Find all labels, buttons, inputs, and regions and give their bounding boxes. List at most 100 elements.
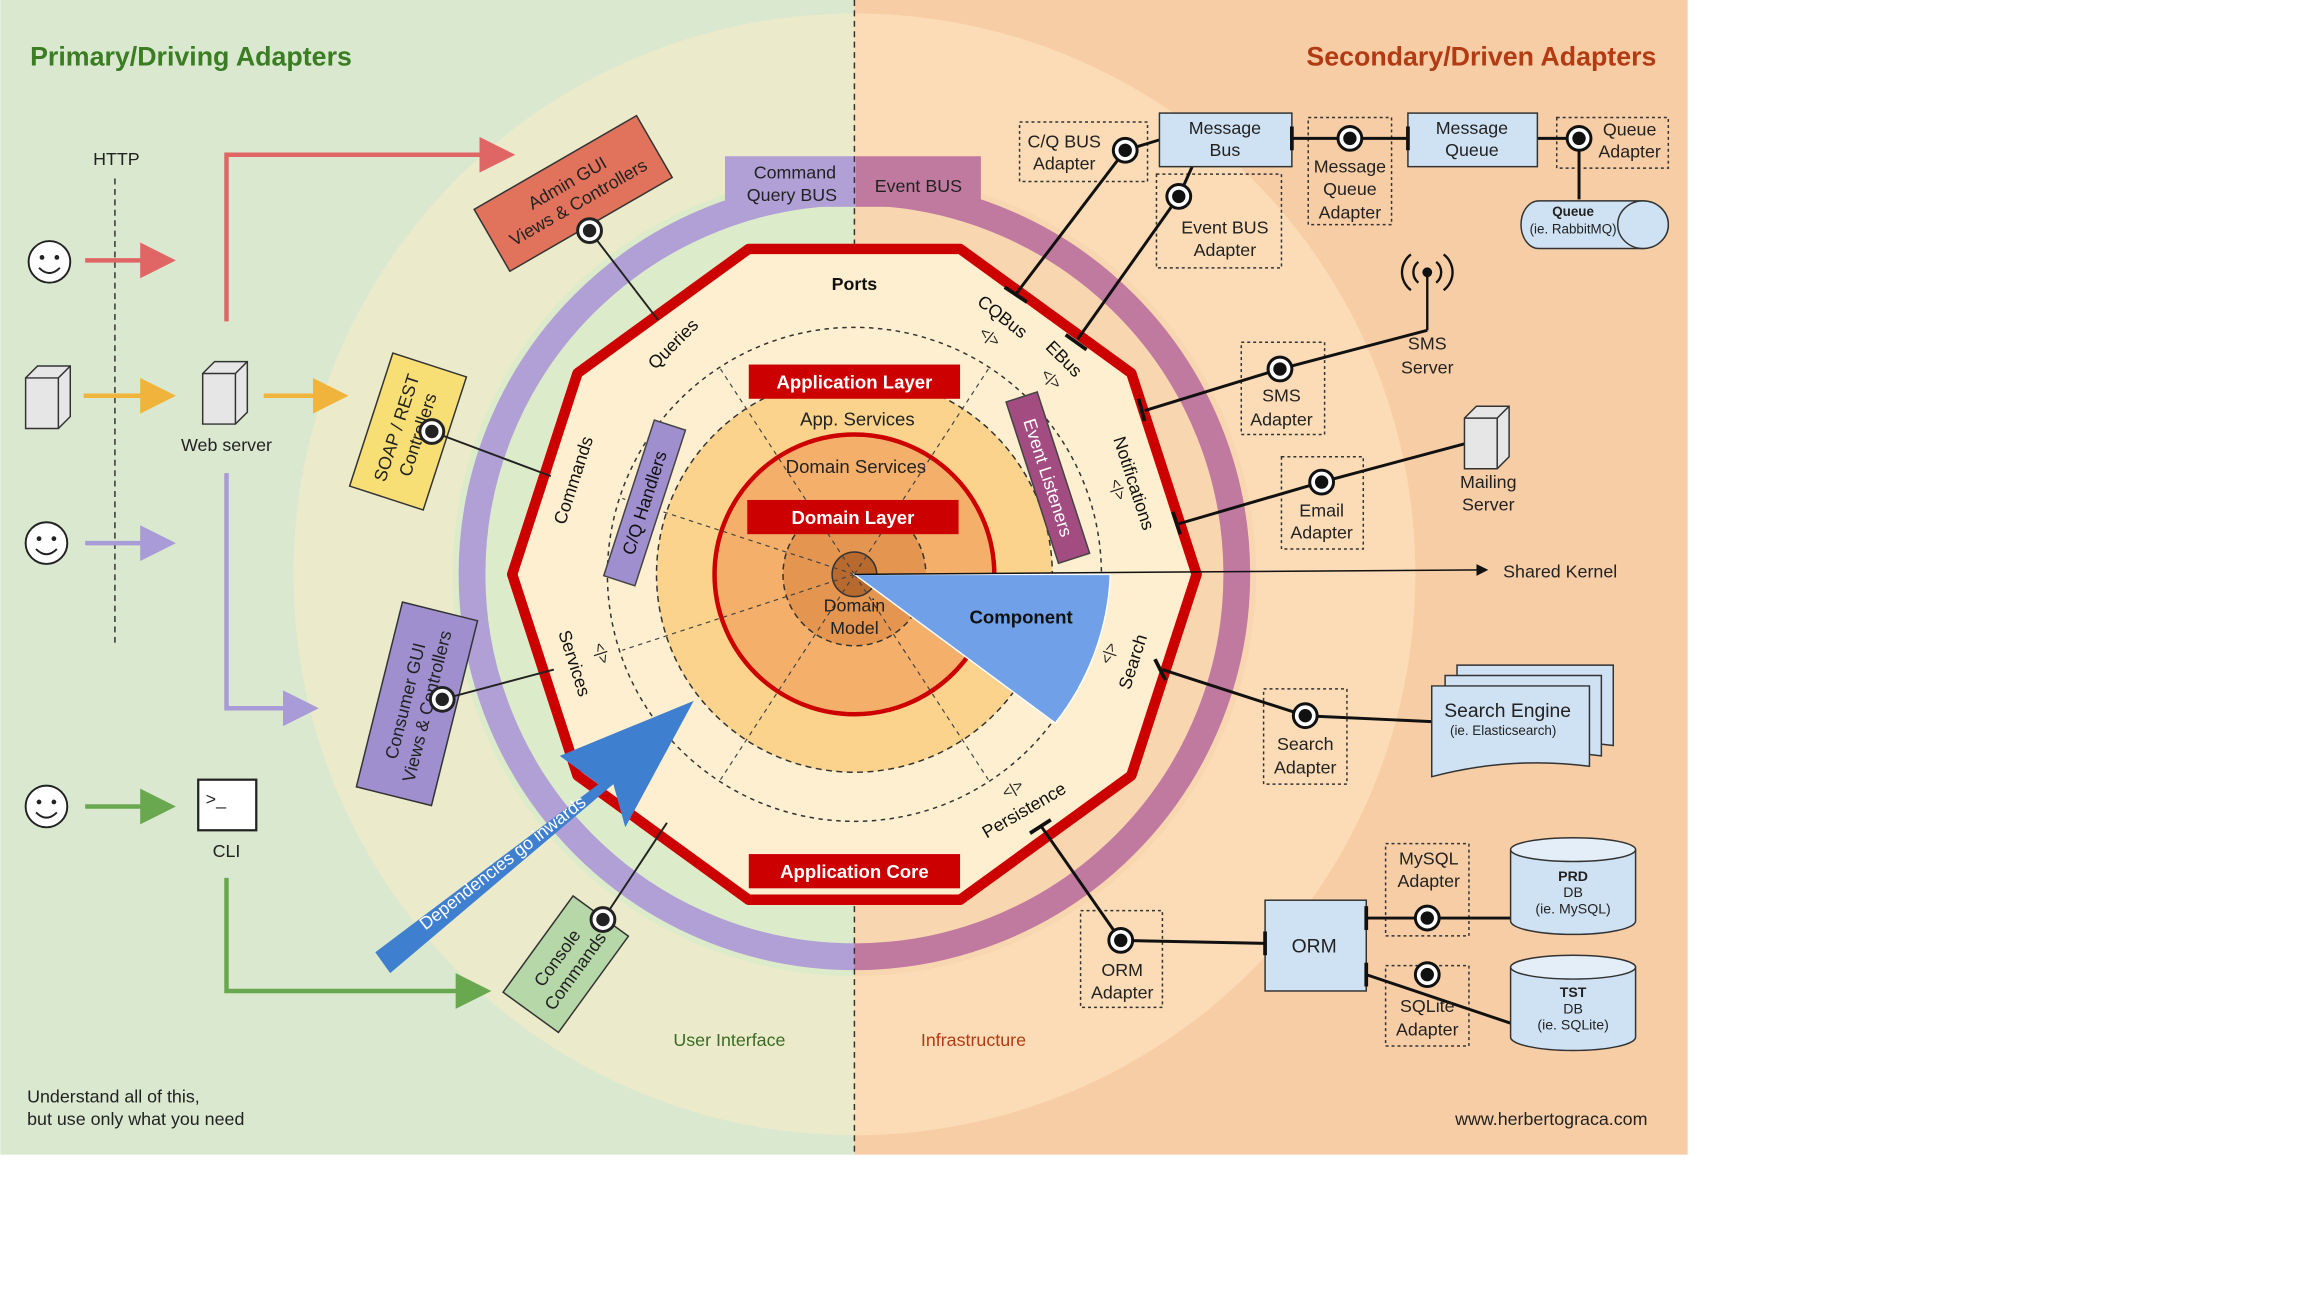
- sqlite-adapter-label-1: SQLite: [1400, 996, 1455, 1016]
- queue-sub: (ie. RabbitMQ): [1530, 222, 1617, 237]
- message-bus-label-1: Message: [1189, 118, 1261, 138]
- prd-db-label-1: PRD: [1558, 868, 1588, 884]
- tst-db-label-3: (ie. SQLite): [1537, 1017, 1608, 1033]
- orm-label: ORM: [1292, 935, 1337, 957]
- consumer-arrow: [224, 473, 319, 727]
- terminal-icon: >_: [197, 778, 258, 832]
- search-engine-label-2: (ie. Elasticsearch): [1450, 723, 1556, 738]
- admin-arrow: [224, 136, 516, 322]
- domain-model-label-2: Model: [830, 618, 879, 638]
- tst-db-label-1: TST: [1560, 984, 1587, 1000]
- footer-line-2: but use only what you need: [27, 1109, 244, 1129]
- ports-label: Ports: [832, 274, 878, 294]
- web-server-label: Web server: [181, 435, 272, 455]
- left-adapter-connectors: [431, 230, 668, 921]
- orm-adapter-label-2: Adapter: [1091, 982, 1154, 1002]
- component-wedge: [852, 573, 1112, 725]
- documents-icon: [1430, 664, 1615, 778]
- prd-db-label-3: (ie. MySQL): [1535, 901, 1610, 917]
- web-server-icon: [201, 360, 249, 425]
- mq-adapter-label-1: Message: [1314, 157, 1386, 177]
- application-core-badge: [748, 854, 961, 889]
- prd-db-label-2: DB: [1563, 884, 1583, 900]
- application-layer-badge: [748, 364, 961, 399]
- command-query-bus-ring: [458, 178, 855, 971]
- sms-adapter-label-1: SMS: [1262, 386, 1301, 406]
- mysql-adapter-label-2: Adapter: [1398, 871, 1461, 891]
- tst-db-label-2: DB: [1563, 1000, 1583, 1016]
- search-adapter-label-1: Search: [1277, 734, 1334, 754]
- mailing-server-icon: [1463, 405, 1510, 470]
- email-adapter-label-1: Email: [1299, 500, 1344, 520]
- smiley-icon: [24, 521, 69, 565]
- service-t-bars: [1263, 126, 1410, 987]
- shared-kernel-label: Shared Kernel: [1503, 561, 1617, 581]
- message-queue-label-1: Message: [1436, 118, 1508, 138]
- sms-server-label-1: SMS: [1408, 334, 1447, 354]
- primary-heading: Primary/Driving Adapters: [30, 41, 352, 71]
- cq-bus-adapter-label-1: C/Q BUS: [1028, 131, 1101, 151]
- mq-adapter-label-3: Adapter: [1319, 203, 1382, 223]
- search-adapter-label-2: Adapter: [1274, 758, 1337, 778]
- antenna-icon: [1400, 253, 1454, 331]
- command-query-bus-label-1: Command: [754, 163, 836, 183]
- svg-text:<|>: <|>: [1106, 477, 1128, 502]
- component-label: Component: [969, 606, 1072, 627]
- application-layer-label: Application Layer: [776, 371, 932, 392]
- cli-label: CLI: [213, 841, 241, 861]
- event-bus-label: Event BUS: [875, 176, 962, 196]
- mailing-server-label-1: Mailing: [1460, 472, 1517, 492]
- queue-adapter-label-1: Queue: [1603, 119, 1657, 139]
- http-label: HTTP: [93, 149, 140, 169]
- command-query-bus-label-2: Query BUS: [747, 185, 837, 205]
- app-services-label: App. Services: [800, 409, 915, 430]
- search-engine-label-1: Search Engine: [1444, 700, 1571, 722]
- mq-adapter-label-2: Queue: [1323, 179, 1377, 199]
- svg-text:<|>: <|>: [590, 641, 612, 666]
- right-adapter-sockets: [1107, 124, 1593, 988]
- domain-model-label-1: Domain: [824, 596, 886, 616]
- queue-adapter-label-2: Adapter: [1598, 142, 1661, 162]
- cq-bus-adapter-label-2: Adapter: [1033, 154, 1096, 174]
- website-label: www.herbertograca.com: [1454, 1109, 1647, 1129]
- user-interface-label: User Interface: [673, 1030, 785, 1050]
- database-icon: [1509, 954, 1637, 1052]
- domain-layer-label: Domain Layer: [791, 507, 914, 528]
- database-icon: [1509, 836, 1637, 936]
- smiley-icon: [24, 784, 69, 829]
- secondary-heading: Secondary/Driven Adapters: [1306, 41, 1656, 71]
- mysql-adapter-label-1: MySQL: [1399, 848, 1459, 868]
- command-query-bus-tab: [724, 156, 856, 207]
- sms-server-label-2: Server: [1401, 357, 1454, 377]
- event-bus-adapter-label-1: Event BUS: [1181, 218, 1268, 238]
- consumer-gui-adapter[interactable]: Consumer GUI Views & Controllers: [355, 601, 479, 807]
- email-adapter-label-2: Adapter: [1290, 523, 1353, 543]
- event-bus-adapter-label-2: Adapter: [1194, 240, 1257, 260]
- smiley-icon: [27, 240, 72, 284]
- message-bus-label-2: Bus: [1210, 140, 1241, 160]
- footer-line-1: Understand all of this,: [27, 1087, 200, 1107]
- domain-services-label: Domain Services: [786, 456, 926, 477]
- event-bus-ring: [854, 178, 1251, 971]
- left-adapter-sockets: [418, 217, 617, 933]
- domain-layer-badge: [747, 499, 959, 535]
- shared-kernel-line: [854, 563, 1489, 576]
- event-bus-tab: [855, 156, 981, 207]
- console-arrow: [224, 877, 492, 1009]
- port-t-bars: [1003, 285, 1183, 835]
- sqlite-adapter-label-2: Adapter: [1396, 1020, 1459, 1040]
- message-queue-box[interactable]: [1407, 112, 1539, 168]
- mailing-server-label-2: Server: [1462, 494, 1515, 514]
- infrastructure-label: Infrastructure: [921, 1030, 1026, 1050]
- svg-text:<|>: <|>: [1099, 641, 1121, 666]
- dependencies-arrow: [375, 700, 694, 974]
- application-core-label: Application Core: [780, 861, 929, 882]
- svg-text:>_: >_: [206, 789, 227, 810]
- server-icon: [24, 365, 72, 430]
- message-queue-label-2: Queue: [1445, 140, 1499, 160]
- queue-icon: [1520, 200, 1670, 250]
- sms-adapter-label-2: Adapter: [1250, 410, 1313, 430]
- right-connectors: [1015, 136, 1581, 1026]
- orm-box[interactable]: [1264, 899, 1368, 992]
